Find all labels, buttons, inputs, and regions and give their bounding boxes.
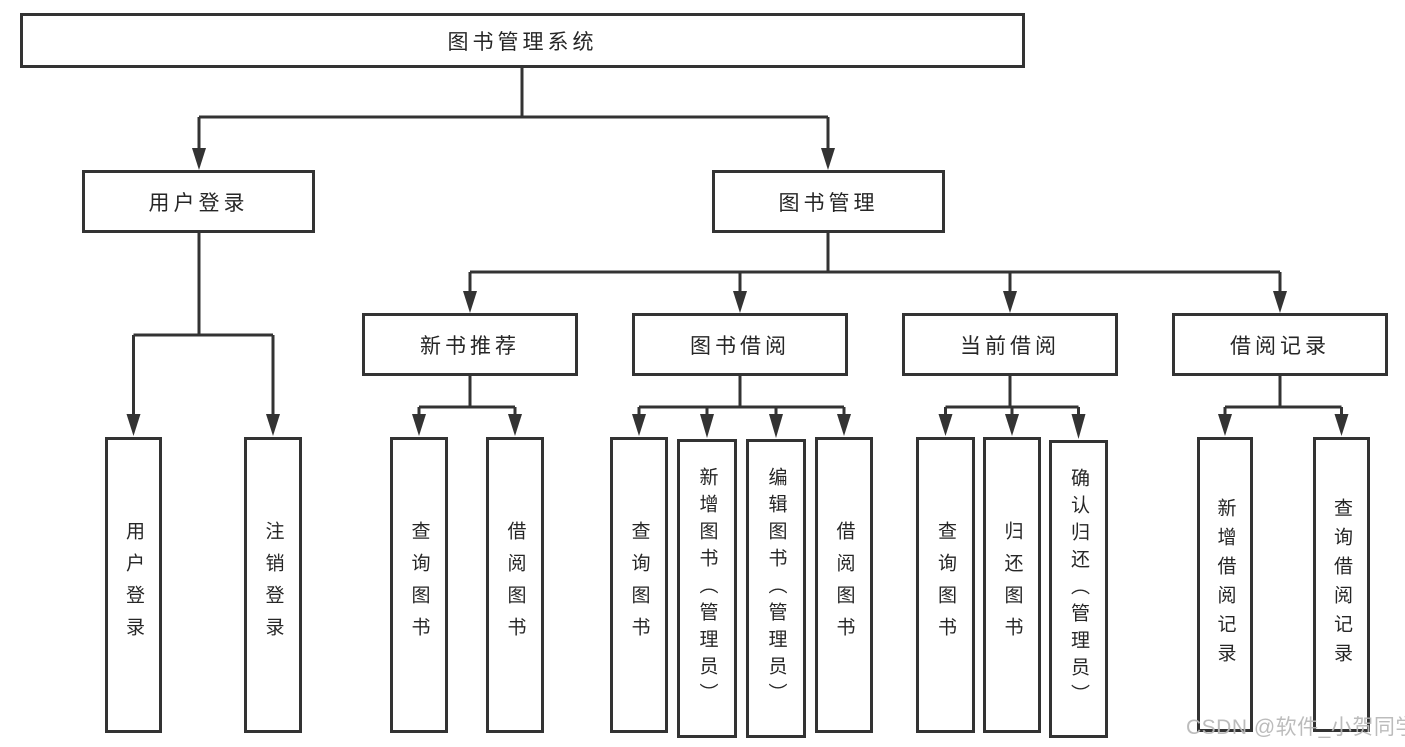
leaf-logout: 注销登录 <box>244 437 302 733</box>
node-user-login: 用户登录 <box>82 170 315 233</box>
node-book-management: 图书管理 <box>712 170 945 233</box>
branch-book-management <box>463 233 1287 313</box>
leaf-borrow-books-borrow: 借阅图书 <box>815 437 873 733</box>
branch-user-login <box>126 233 280 436</box>
branch-borrow-records <box>1218 376 1349 436</box>
node-new-book-recommend: 新书推荐 <box>362 313 578 376</box>
leaf-query-borrow-record: 查询借阅记录 <box>1313 437 1370 732</box>
leaf-user-login: 用户登录 <box>105 437 162 733</box>
node-borrow-records: 借阅记录 <box>1172 313 1388 376</box>
leaf-confirm-return-admin: 确认归还（管理员） <box>1049 440 1108 738</box>
node-root: 图书管理系统 <box>20 13 1025 68</box>
leaf-edit-books-admin: 编辑图书（管理员） <box>746 439 806 738</box>
leaf-query-books-recommend: 查询图书 <box>390 437 448 733</box>
branch-root <box>192 68 835 170</box>
leaf-add-books-admin: 新增图书（管理员） <box>677 439 737 738</box>
leaf-return-books: 归还图书 <box>983 437 1041 733</box>
leaf-query-books-current: 查询图书 <box>916 437 975 733</box>
node-current-borrow: 当前借阅 <box>902 313 1118 376</box>
branch-book-borrow <box>632 376 851 438</box>
leaf-borrow-books-recommend: 借阅图书 <box>486 437 544 733</box>
leaf-query-books-borrow: 查询图书 <box>610 437 668 733</box>
branch-current-borrow <box>938 376 1086 439</box>
branch-new-book-recommend <box>412 376 522 436</box>
node-book-borrow: 图书借阅 <box>632 313 848 376</box>
leaf-add-borrow-record: 新增借阅记录 <box>1197 437 1253 732</box>
watermark: CSDN @软件_小贺同学 <box>1186 716 1405 739</box>
